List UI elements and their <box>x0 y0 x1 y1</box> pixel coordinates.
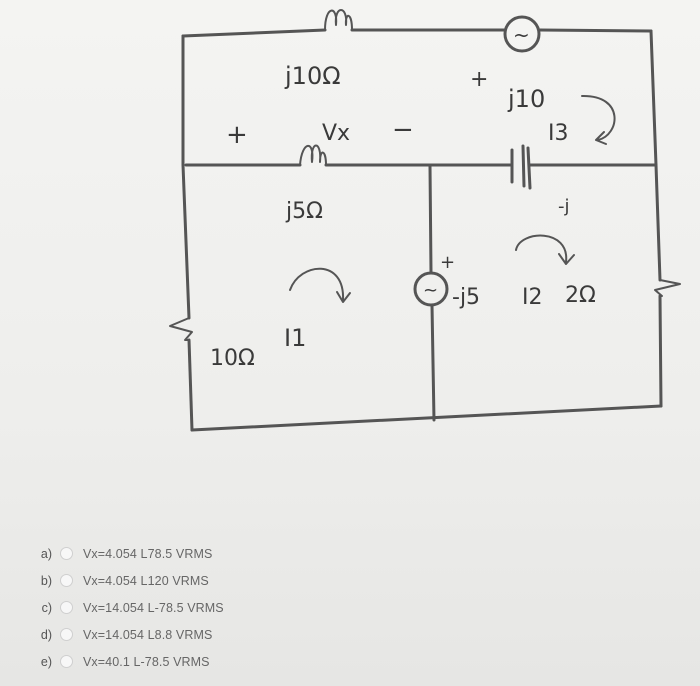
wire-left <box>181 34 191 320</box>
resistor-right <box>654 279 681 297</box>
wire-top <box>181 28 653 38</box>
label-inductor-mid: j5Ω <box>285 199 323 224</box>
wire-left-lower <box>187 338 194 432</box>
option-letter: a) <box>40 546 52 561</box>
option-text: Vx=14.054 L-78.5 VRMS <box>83 600 224 615</box>
label-mid-imp: -j5 <box>452 285 480 310</box>
option-b[interactable]: b) Vx=4.054 L120 VRMS <box>30 567 330 594</box>
label-i3: I3 <box>548 121 569 146</box>
mesh-arrow-i1 <box>289 267 351 303</box>
option-text: Vx=4.054 L78.5 VRMS <box>83 546 213 561</box>
inductor-top <box>324 9 353 31</box>
label-resistor-left: 10Ω <box>210 346 255 371</box>
option-letter: e) <box>40 654 52 669</box>
label-inductor-top: j10Ω <box>284 62 341 90</box>
option-d[interactable]: d) Vx=14.054 L8.8 VRMS <box>30 621 330 648</box>
label-source-plus: + <box>440 252 455 273</box>
source-mid <box>413 271 449 307</box>
capacitor <box>510 144 532 190</box>
label-resistor-right: 2Ω <box>565 283 596 308</box>
option-text: Vx=4.054 L120 VRMS <box>83 573 209 588</box>
circuit-diagram: j10Ω + − Vx j5Ω + j10 I3 -j + -j5 I2 2Ω … <box>169 9 681 432</box>
option-letter: b) <box>40 573 52 588</box>
radio-button[interactable] <box>60 601 73 614</box>
option-a[interactable]: a) Vx=4.054 L78.5 VRMS <box>30 540 330 567</box>
label-vx: Vx <box>322 121 350 146</box>
option-letter: c) <box>41 600 52 615</box>
label-source-top-symbol: ~ <box>513 23 530 47</box>
answer-options: a) Vx=4.054 L78.5 VRMS b) Vx=4.054 L120 … <box>30 540 330 675</box>
option-e[interactable]: e) Vx=40.1 L-78.5 VRMS <box>30 648 330 675</box>
label-top-right-plus: + <box>470 67 488 92</box>
source-top <box>503 15 541 53</box>
resistor-left <box>169 317 193 341</box>
radio-button[interactable] <box>60 628 73 641</box>
radio-button[interactable] <box>60 574 73 587</box>
inductor-mid <box>299 144 327 166</box>
label-i2: I2 <box>522 285 543 310</box>
wire-bottom <box>190 404 663 432</box>
option-c[interactable]: c) Vx=14.054 L-78.5 VRMS <box>30 594 330 621</box>
label-capacitor: -j <box>558 196 570 217</box>
label-top-right-imp: j10 <box>507 85 545 113</box>
option-text: Vx=14.054 L8.8 VRMS <box>83 627 213 642</box>
radio-button[interactable] <box>60 655 73 668</box>
wire-right <box>649 29 663 408</box>
option-letter: d) <box>40 627 52 642</box>
option-text: Vx=40.1 L-78.5 VRMS <box>83 654 210 669</box>
label-source-mid-symbol: ~ <box>423 280 438 301</box>
label-vx-plus: + <box>226 120 248 150</box>
mesh-arrow-i2 <box>515 234 575 265</box>
radio-button[interactable] <box>60 547 73 560</box>
wire-center <box>428 164 436 422</box>
label-vx-minus: − <box>392 115 414 145</box>
label-i1: I1 <box>284 324 306 352</box>
mesh-arrow-i3 <box>581 94 616 145</box>
